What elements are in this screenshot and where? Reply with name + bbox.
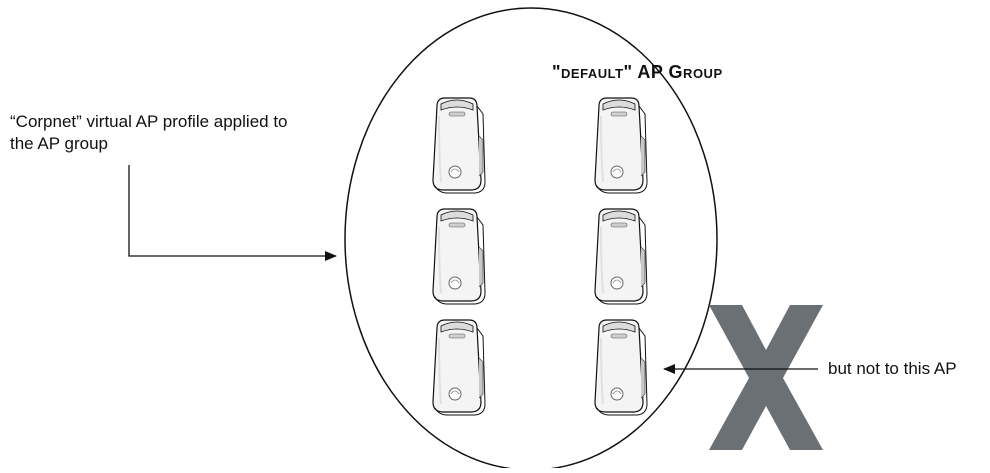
ap-device-icon-excluded xyxy=(594,319,648,416)
ap-device-icon xyxy=(432,97,486,194)
ap-device-icon xyxy=(432,208,486,305)
exclusion-x-icon xyxy=(709,305,823,450)
ap-device-icon xyxy=(594,97,648,194)
profile-arrow xyxy=(128,165,337,261)
ap-device-icon xyxy=(432,319,486,416)
excluded-ap-label: but not to this AP xyxy=(828,359,957,378)
ap-group-title: "default" AP Group xyxy=(552,62,723,82)
ap-device-icon xyxy=(594,208,648,305)
virtual-ap-profile-label: “Corpnet” virtual AP profile applied to … xyxy=(10,112,288,153)
